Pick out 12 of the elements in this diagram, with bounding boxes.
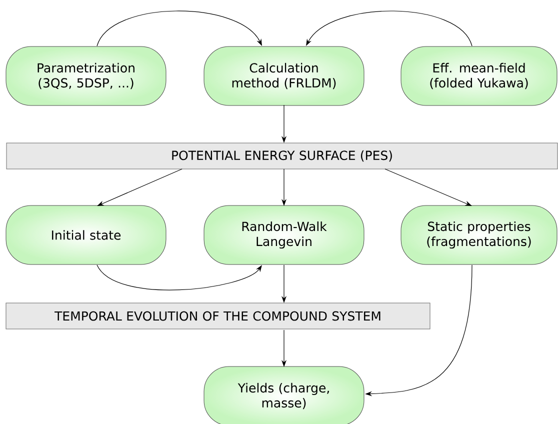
process-box: Calculation method (FRLDM) <box>204 46 364 106</box>
arrow <box>96 10 262 46</box>
banner-box: TEMPORAL EVOLUTION OF THE COMPOUND SYSTEM <box>6 302 430 330</box>
process-box: Initial state <box>6 205 166 265</box>
arrow <box>96 264 262 290</box>
process-box: Parametrization (3QS, 5DSP, ...) <box>6 46 166 106</box>
banner-box: POTENTIAL ENERGY SURFACE (PES) <box>6 142 558 170</box>
process-box: Yields (charge, masse) <box>204 366 364 424</box>
process-box: Eff. mean-field (folded Yukawa) <box>400 46 558 106</box>
process-box: Static properties (fragmentations) <box>400 205 558 265</box>
process-box: Random-Walk Langevin <box>204 205 364 265</box>
arrow <box>306 10 472 46</box>
